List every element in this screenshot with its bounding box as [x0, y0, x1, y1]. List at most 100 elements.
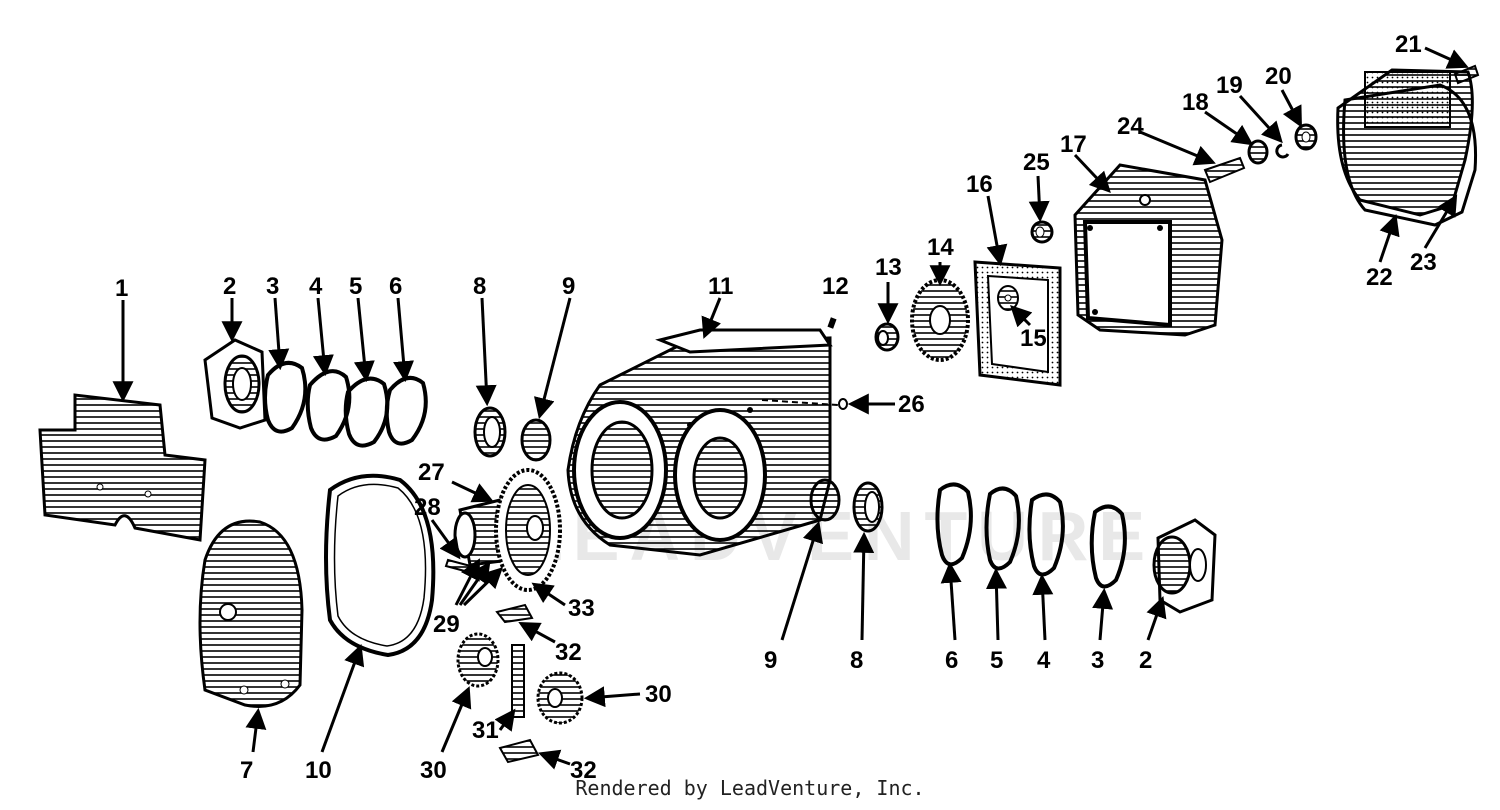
part-7-cover	[198, 519, 304, 708]
part-17-gear-case	[1073, 163, 1224, 337]
part-8-bearing-cup-lower	[852, 481, 884, 533]
part-9-bearing-cone-upper	[520, 418, 552, 462]
part-31-cross-shaft	[511, 644, 525, 718]
leader-32a	[518, 621, 556, 644]
leader-9b	[780, 520, 824, 641]
label-12: 12	[822, 273, 849, 300]
part-19-snap-ring	[1275, 143, 1290, 159]
leader-26-dashed	[761, 399, 839, 406]
label-18: 18	[1182, 89, 1209, 116]
label-32b: 32	[570, 757, 597, 784]
label-23: 23	[1410, 249, 1437, 276]
part-1-shield-plate	[38, 393, 207, 542]
label-16: 16	[966, 171, 993, 198]
leader-30a	[583, 686, 641, 708]
part-10-gasket	[324, 473, 436, 658]
leader-7	[245, 707, 267, 753]
leader-20	[1280, 89, 1302, 128]
part-5-shim-right	[984, 486, 1021, 571]
leader-33	[531, 582, 566, 607]
part-13-bushing	[874, 322, 900, 352]
label-9b: 9	[764, 647, 777, 674]
label-17: 17	[1060, 131, 1087, 158]
leader-27	[451, 480, 494, 503]
leader-18	[1204, 110, 1254, 146]
label-4b: 4	[1037, 647, 1051, 674]
label-29: 29	[433, 611, 460, 638]
part-30-side-gear-right	[536, 671, 584, 725]
leader-3a	[268, 297, 290, 371]
leader-10	[320, 644, 365, 753]
leader-17	[1073, 153, 1111, 194]
label-3a: 3	[266, 273, 279, 300]
label-33: 33	[568, 595, 595, 622]
label-32a: 32	[555, 639, 582, 666]
part-20-seal	[1294, 123, 1318, 151]
part-2-bearing-retainer-right	[1152, 518, 1217, 614]
part-3-shim-left	[263, 360, 308, 434]
leader-4a	[312, 297, 334, 377]
part-26-o-ring	[838, 398, 848, 410]
label-19: 19	[1216, 72, 1243, 99]
label-22: 22	[1366, 264, 1393, 291]
leader-32b	[538, 749, 571, 770]
part-21-bolt	[1453, 64, 1480, 85]
part-4-shim-left	[305, 369, 352, 442]
leader-16	[986, 195, 1008, 267]
part-12-pin	[827, 317, 837, 329]
label-8b: 8	[850, 647, 863, 674]
label-26: 26	[898, 391, 925, 418]
leader-23	[1423, 194, 1458, 249]
leader-6b	[940, 561, 962, 641]
label-20: 20	[1265, 63, 1292, 90]
part-16-gasket	[973, 260, 1062, 387]
leader-4b	[1032, 573, 1054, 641]
leader-3b	[1092, 587, 1114, 641]
label-6a: 6	[389, 273, 402, 300]
label-8a: 8	[473, 273, 486, 300]
label-4a: 4	[309, 273, 323, 300]
leader-6a	[393, 297, 414, 383]
part-8-bearing-cup-upper	[473, 406, 507, 458]
label-31: 31	[472, 717, 499, 744]
label-30a: 30	[645, 681, 672, 708]
leader-5a	[353, 297, 375, 383]
part-32-pinion-gear-lower	[498, 738, 540, 764]
leader-2b	[1146, 596, 1167, 641]
leader-19	[1238, 94, 1283, 144]
leader-8b	[853, 531, 875, 641]
label-21: 21	[1395, 31, 1422, 58]
leader-28	[430, 519, 461, 560]
leader-15	[1010, 305, 1033, 328]
leader-21	[1424, 46, 1469, 69]
leader-22	[1378, 214, 1400, 263]
part-11-transmission-housing	[566, 328, 833, 557]
part-14-gear	[910, 278, 970, 362]
leader-25	[1028, 175, 1050, 223]
label-11: 11	[708, 273, 733, 300]
label-7: 7	[240, 757, 253, 784]
part-25-bushing	[1030, 220, 1054, 244]
label-10: 10	[305, 757, 332, 784]
footer-credit: Rendered by LeadVenture, Inc.	[575, 776, 925, 800]
label-5a: 5	[349, 273, 362, 300]
leader-9a	[534, 297, 572, 420]
label-9a: 9	[562, 273, 575, 300]
leader-30b	[440, 686, 472, 753]
part-15-spacer	[997, 285, 1019, 311]
label-6b: 6	[945, 647, 958, 674]
label-24: 24	[1117, 113, 1144, 140]
part-5-shim-left	[343, 376, 390, 448]
label-28: 28	[414, 494, 441, 521]
label-2b: 2	[1139, 647, 1152, 674]
part-4-shim-right	[1027, 492, 1065, 577]
label-3b: 3	[1091, 647, 1104, 674]
label-2a: 2	[223, 273, 236, 300]
label-30b: 30	[420, 757, 447, 784]
part-30-side-gear-left	[456, 632, 500, 688]
part-24-stud	[1203, 156, 1246, 184]
part-18-bearing	[1247, 139, 1269, 165]
leader-11	[701, 297, 722, 339]
part-9-bearing-cone-lower	[809, 478, 841, 522]
